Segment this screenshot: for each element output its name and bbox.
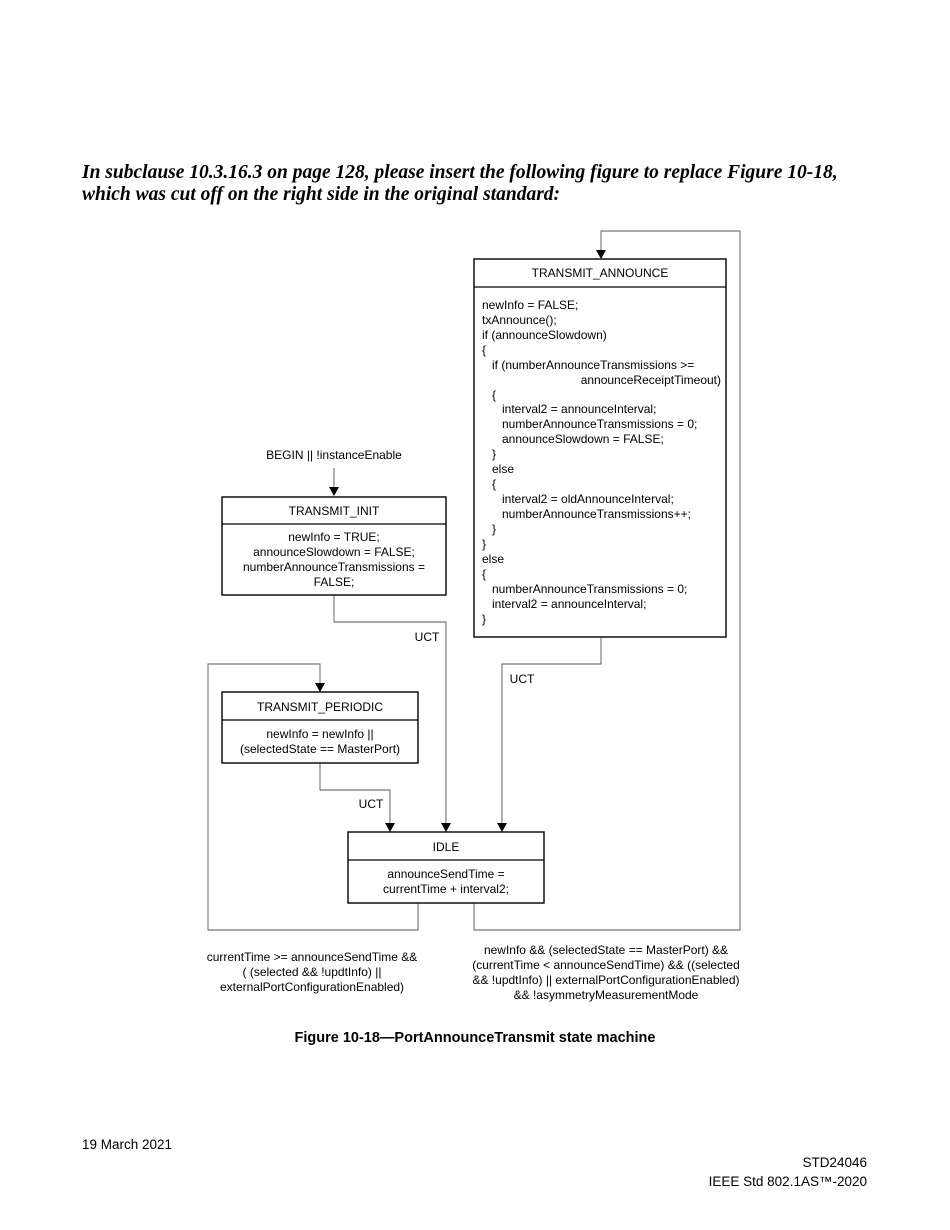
state-action-line: newInfo = FALSE; (482, 298, 578, 312)
state-action-line: newInfo = TRUE; (288, 530, 380, 544)
state-action-line: numberAnnounceTransmissions = (243, 560, 425, 574)
state-action-line: announceReceiptTimeout) (581, 373, 721, 387)
state-action-line: } (482, 612, 486, 626)
state-action-line: currentTime + interval2; (383, 882, 509, 896)
condition-line: newInfo && (selectedState == MasterPort)… (484, 943, 728, 957)
state-action-line: } (492, 522, 496, 536)
begin-condition-label: BEGIN || !instanceEnable (266, 448, 402, 462)
state-title: TRANSMIT_ANNOUNCE (532, 266, 669, 280)
uct-label-init-to-idle: UCT (415, 630, 440, 644)
condition-idle-to-announce: newInfo && (selectedState == MasterPort)… (472, 943, 740, 1002)
transition-periodic-to-idle-line (319, 763, 391, 824)
figure-caption: Figure 10-18—PortAnnounceTransmit state … (294, 1030, 656, 1046)
condition-line: && !asymmetryMeasurementMode (514, 988, 699, 1002)
state-action-line: numberAnnounceTransmissions++; (502, 507, 691, 521)
transition-idle-to-periodic-line (207, 663, 419, 931)
state-action-line: announceSlowdown = FALSE; (253, 545, 415, 559)
footer-date: 19 March 2021 (82, 1137, 173, 1152)
state-action-line: if (numberAnnounceTransmissions >= (492, 358, 694, 372)
arrowhead-into-transmit-periodic (315, 683, 325, 692)
state-action-line: } (492, 447, 496, 461)
state-action-line: (selectedState == MasterPort) (240, 742, 400, 756)
uct-label-announce-to-idle: UCT (510, 672, 535, 686)
state-action-line: numberAnnounceTransmissions = 0; (492, 582, 687, 596)
state-title: IDLE (433, 840, 460, 854)
state-action-line: announceSlowdown = FALSE; (502, 432, 664, 446)
transition-announce-to-idle-line (501, 637, 602, 824)
editorial-instruction: In subclause 10.3.16.3 on page 128, plea… (82, 162, 838, 205)
state-action-line: interval2 = announceInterval; (502, 402, 656, 416)
condition-line: && !updtInfo) || externalPortConfigurati… (472, 973, 739, 987)
state-action-line: { (492, 388, 496, 402)
footer-standard-name: IEEE Std 802.1AS™-2020 (708, 1174, 867, 1189)
condition-line: externalPortConfigurationEnabled) (220, 980, 404, 994)
state-action-line: { (492, 477, 496, 491)
state-action-line: if (announceSlowdown) (482, 328, 607, 342)
state-action-line: { (482, 567, 486, 581)
state-action-line: FALSE; (314, 575, 355, 589)
transition-init-to-idle-line (333, 595, 447, 824)
state-action-line: { (482, 343, 486, 357)
state-title: TRANSMIT_INIT (289, 504, 380, 518)
state-action-line: } (482, 537, 486, 551)
state-transmit-periodic: TRANSMIT_PERIODIC newInfo = newInfo || (… (221, 691, 419, 764)
state-transmit-announce: TRANSMIT_ANNOUNCE newInfo = FALSE; txAnn… (473, 258, 727, 638)
arrowhead-init-into-idle (441, 823, 451, 832)
uct-label-periodic-to-idle: UCT (359, 797, 384, 811)
arrowhead-periodic-into-idle (385, 823, 395, 832)
state-action-line: announceSendTime = (387, 867, 504, 881)
state-action-line: newInfo = newInfo || (266, 727, 373, 741)
footer-doc-number: STD24046 (802, 1155, 867, 1170)
arrowhead-announce-into-idle (497, 823, 507, 832)
state-action-line: interval2 = announceInterval; (492, 597, 646, 611)
state-action-line: else (492, 462, 514, 476)
state-action-line: txAnnounce(); (482, 313, 557, 327)
state-action-line: else (482, 552, 504, 566)
state-action-line: numberAnnounceTransmissions = 0; (502, 417, 697, 431)
state-idle: IDLE announceSendTime = currentTime + in… (347, 831, 545, 904)
state-action-line: interval2 = oldAnnounceInterval; (502, 492, 674, 506)
condition-line: (currentTime < announceSendTime) && ((se… (472, 958, 740, 972)
state-title: TRANSMIT_PERIODIC (257, 700, 383, 714)
condition-idle-to-periodic: currentTime >= announceSendTime && ( (se… (207, 950, 418, 994)
transition-idle-to-announce-line (473, 230, 741, 931)
condition-line: currentTime >= announceSendTime && (207, 950, 418, 964)
state-transmit-init: TRANSMIT_INIT newInfo = TRUE; announceSl… (221, 496, 447, 596)
arrowhead-into-transmit-init (329, 487, 339, 496)
arrowhead-into-transmit-announce (596, 250, 606, 259)
condition-line: ( (selected && !updtInfo) || (243, 965, 382, 979)
